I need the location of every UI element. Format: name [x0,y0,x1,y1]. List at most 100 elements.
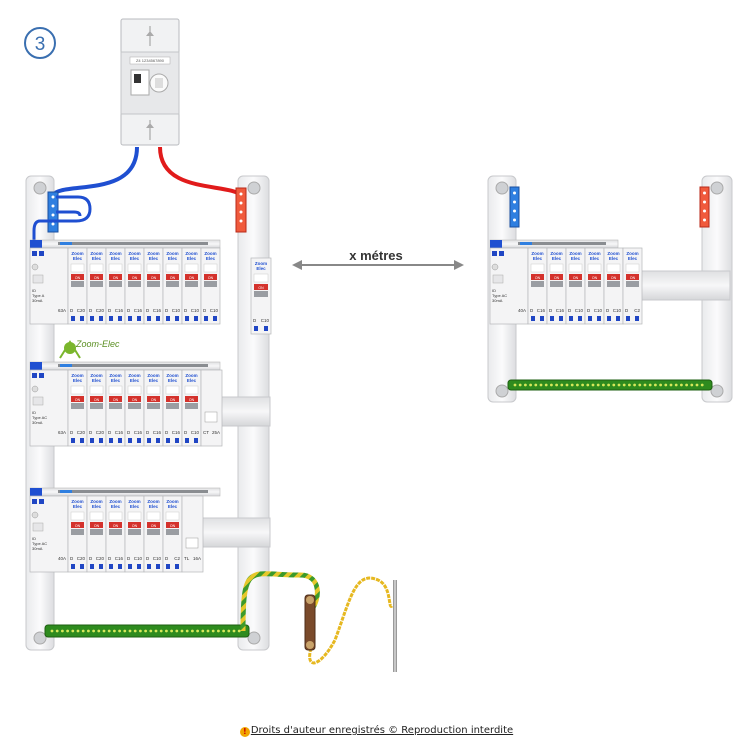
earth-terminal [539,383,543,387]
terminal-phase [194,316,198,321]
breaker-on-label: ON [573,276,579,280]
rcd-toggle [32,274,44,284]
breaker-handle [531,281,544,287]
breaker-rating: C10 [261,318,270,323]
breaker-symbol [253,273,269,283]
breaker-toggle [71,396,84,402]
breaker-on-label: ON [592,276,598,280]
breaker-brand: Zoom [109,499,121,504]
earth-terminal [690,383,694,387]
earth-terminal [76,629,80,633]
terminal-phase [175,438,179,443]
breaker-toggle [204,274,217,280]
earth-terminal [544,383,548,387]
rcd-label: Type AC [32,541,47,546]
terminal-neutral [550,316,554,321]
earth-terminal [591,383,595,387]
breaker-toggle [185,274,198,280]
breaker-curve: D [89,556,93,561]
earth-terminal [576,383,579,387]
breaker-curve: D [108,430,112,435]
breaker-curve: D [587,308,591,313]
breaker-toggle [588,274,601,280]
breaker-rating: C16 [153,430,162,435]
earth-terminal [222,629,226,633]
earth-terminal [61,629,64,633]
breaker-handle [128,529,141,535]
extra-module-window [185,537,199,549]
rcd-label: ID [492,288,496,293]
neutral-loop-wire [32,195,92,240]
breaker-curve: D [108,556,112,561]
breaker-on-label: ON [94,276,100,280]
breaker-brand: Elec [92,256,102,261]
breaker-on-label: ON [189,398,195,402]
breaker-brand: Zoom [90,499,102,504]
breaker-brand: Elec [168,256,178,261]
rcd-label: 30mA [32,546,43,551]
breaker-toggle [71,522,84,528]
terminal-neutral [109,564,113,569]
breaker-handle [90,281,103,287]
breaker-rating: C16 [537,308,546,313]
breaker-symbol [127,263,142,273]
rcd-label: Type AC [492,293,507,298]
earth-terminal [87,629,90,633]
terminal-phase [616,316,620,321]
earth-terminal [622,383,626,387]
terminal-neutral [531,316,535,321]
terminal-phase [540,316,544,321]
rcd-test-button [31,511,39,519]
din-comb-bar [58,364,208,367]
distance-label: x métres [349,248,402,263]
terminal-neutral [128,316,132,321]
breaker-on-label: ON [75,276,81,280]
breaker-curve: D [146,430,150,435]
breaker-rating: C2 [634,308,640,313]
breaker-curve: D [70,430,74,435]
rcd-terminal [39,499,44,504]
breaker-rating: C16 [115,308,124,313]
terminal-phase [213,316,217,321]
breaker-toggle [109,274,122,280]
copyright-link[interactable]: Droits d'auteur enregistrés © Reproducti… [250,725,514,736]
extra-module-type: CT [203,430,209,435]
breaker-brand: Elec [149,256,159,261]
earth-terminal [102,629,106,633]
breaker-rating: C16 [115,430,124,435]
breaker-handle [569,281,582,287]
breaker-toggle [254,284,268,290]
right-phase-bus-bar [699,186,710,228]
breaker-handle [90,529,103,535]
breaker-rating: C20 [96,308,105,313]
rcd-label: ID [32,536,36,541]
earth-terminal [201,629,205,633]
breaker-on-label: ON [151,276,157,280]
breaker-brand: Zoom [185,251,197,256]
breaker-on-label: ON [94,398,100,402]
breaker-toggle [128,396,141,402]
breaker-on-label: ON [151,524,157,528]
rcd-body [29,495,69,573]
breaker-on-label: ON [75,524,81,528]
right-neutral-bus-bar [509,186,520,228]
rcd-label: Type AC [32,415,47,420]
earth-terminal [513,383,517,387]
terminal-neutral [204,316,208,321]
breaker-curve: D [606,308,610,313]
din-comb-bar [58,490,208,493]
breaker-brand: Elec [130,504,140,509]
